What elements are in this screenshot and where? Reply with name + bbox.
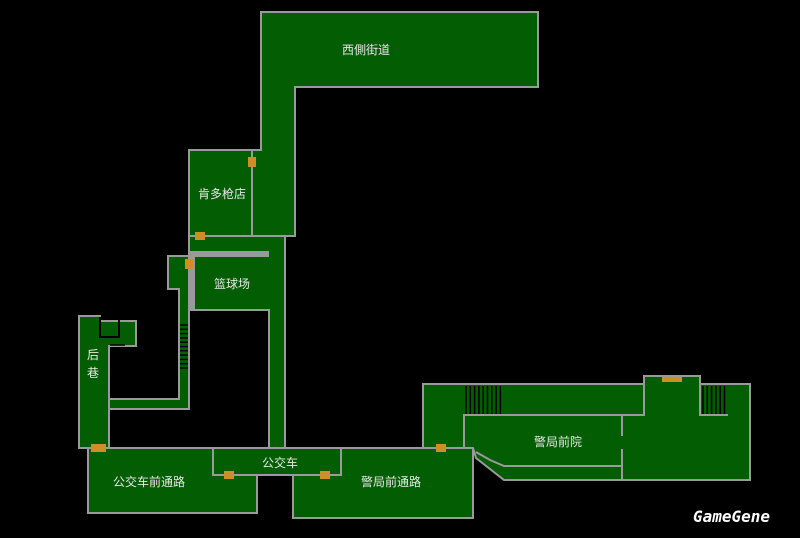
gamegene-watermark: GameGene: [692, 507, 770, 526]
door[interactable]: [91, 444, 106, 452]
wall: [699, 384, 728, 416]
door[interactable]: [185, 259, 193, 269]
wall-band: [189, 251, 269, 257]
stairs-corridor: [180, 324, 188, 369]
door[interactable]: [662, 377, 682, 382]
label-back-alley-1: 后: [87, 348, 100, 362]
label-west-street: 西側街道: [342, 43, 391, 57]
stairs-police-left: [465, 386, 502, 414]
label-basketball-court: 篮球场: [214, 277, 251, 291]
room-west-street[interactable]: [251, 11, 539, 237]
label-bus: 公交车: [262, 456, 299, 470]
wall: [463, 384, 645, 448]
door[interactable]: [320, 471, 330, 479]
wall-band: [189, 251, 195, 310]
elevator-shaft: [99, 317, 120, 338]
label-gun-shop: 肯多枪店: [198, 187, 247, 201]
label-bus-front-road: 公交车前通路: [113, 475, 186, 489]
room-upper-corridor[interactable]: [188, 235, 286, 449]
room-back-alley[interactable]: [78, 315, 137, 449]
door[interactable]: [436, 444, 446, 452]
door[interactable]: [195, 232, 205, 240]
door[interactable]: [224, 471, 234, 479]
room-bus[interactable]: [212, 447, 342, 476]
label-back-alley-2: 巷: [87, 366, 100, 380]
door[interactable]: [248, 157, 256, 167]
stairs-police-right: [702, 386, 726, 414]
stairs-back-alley: [110, 344, 125, 398]
label-police-front-road: 警局前通路: [361, 475, 422, 489]
wall: [475, 451, 623, 480]
label-police-front-yard: 警局前院: [534, 435, 583, 449]
